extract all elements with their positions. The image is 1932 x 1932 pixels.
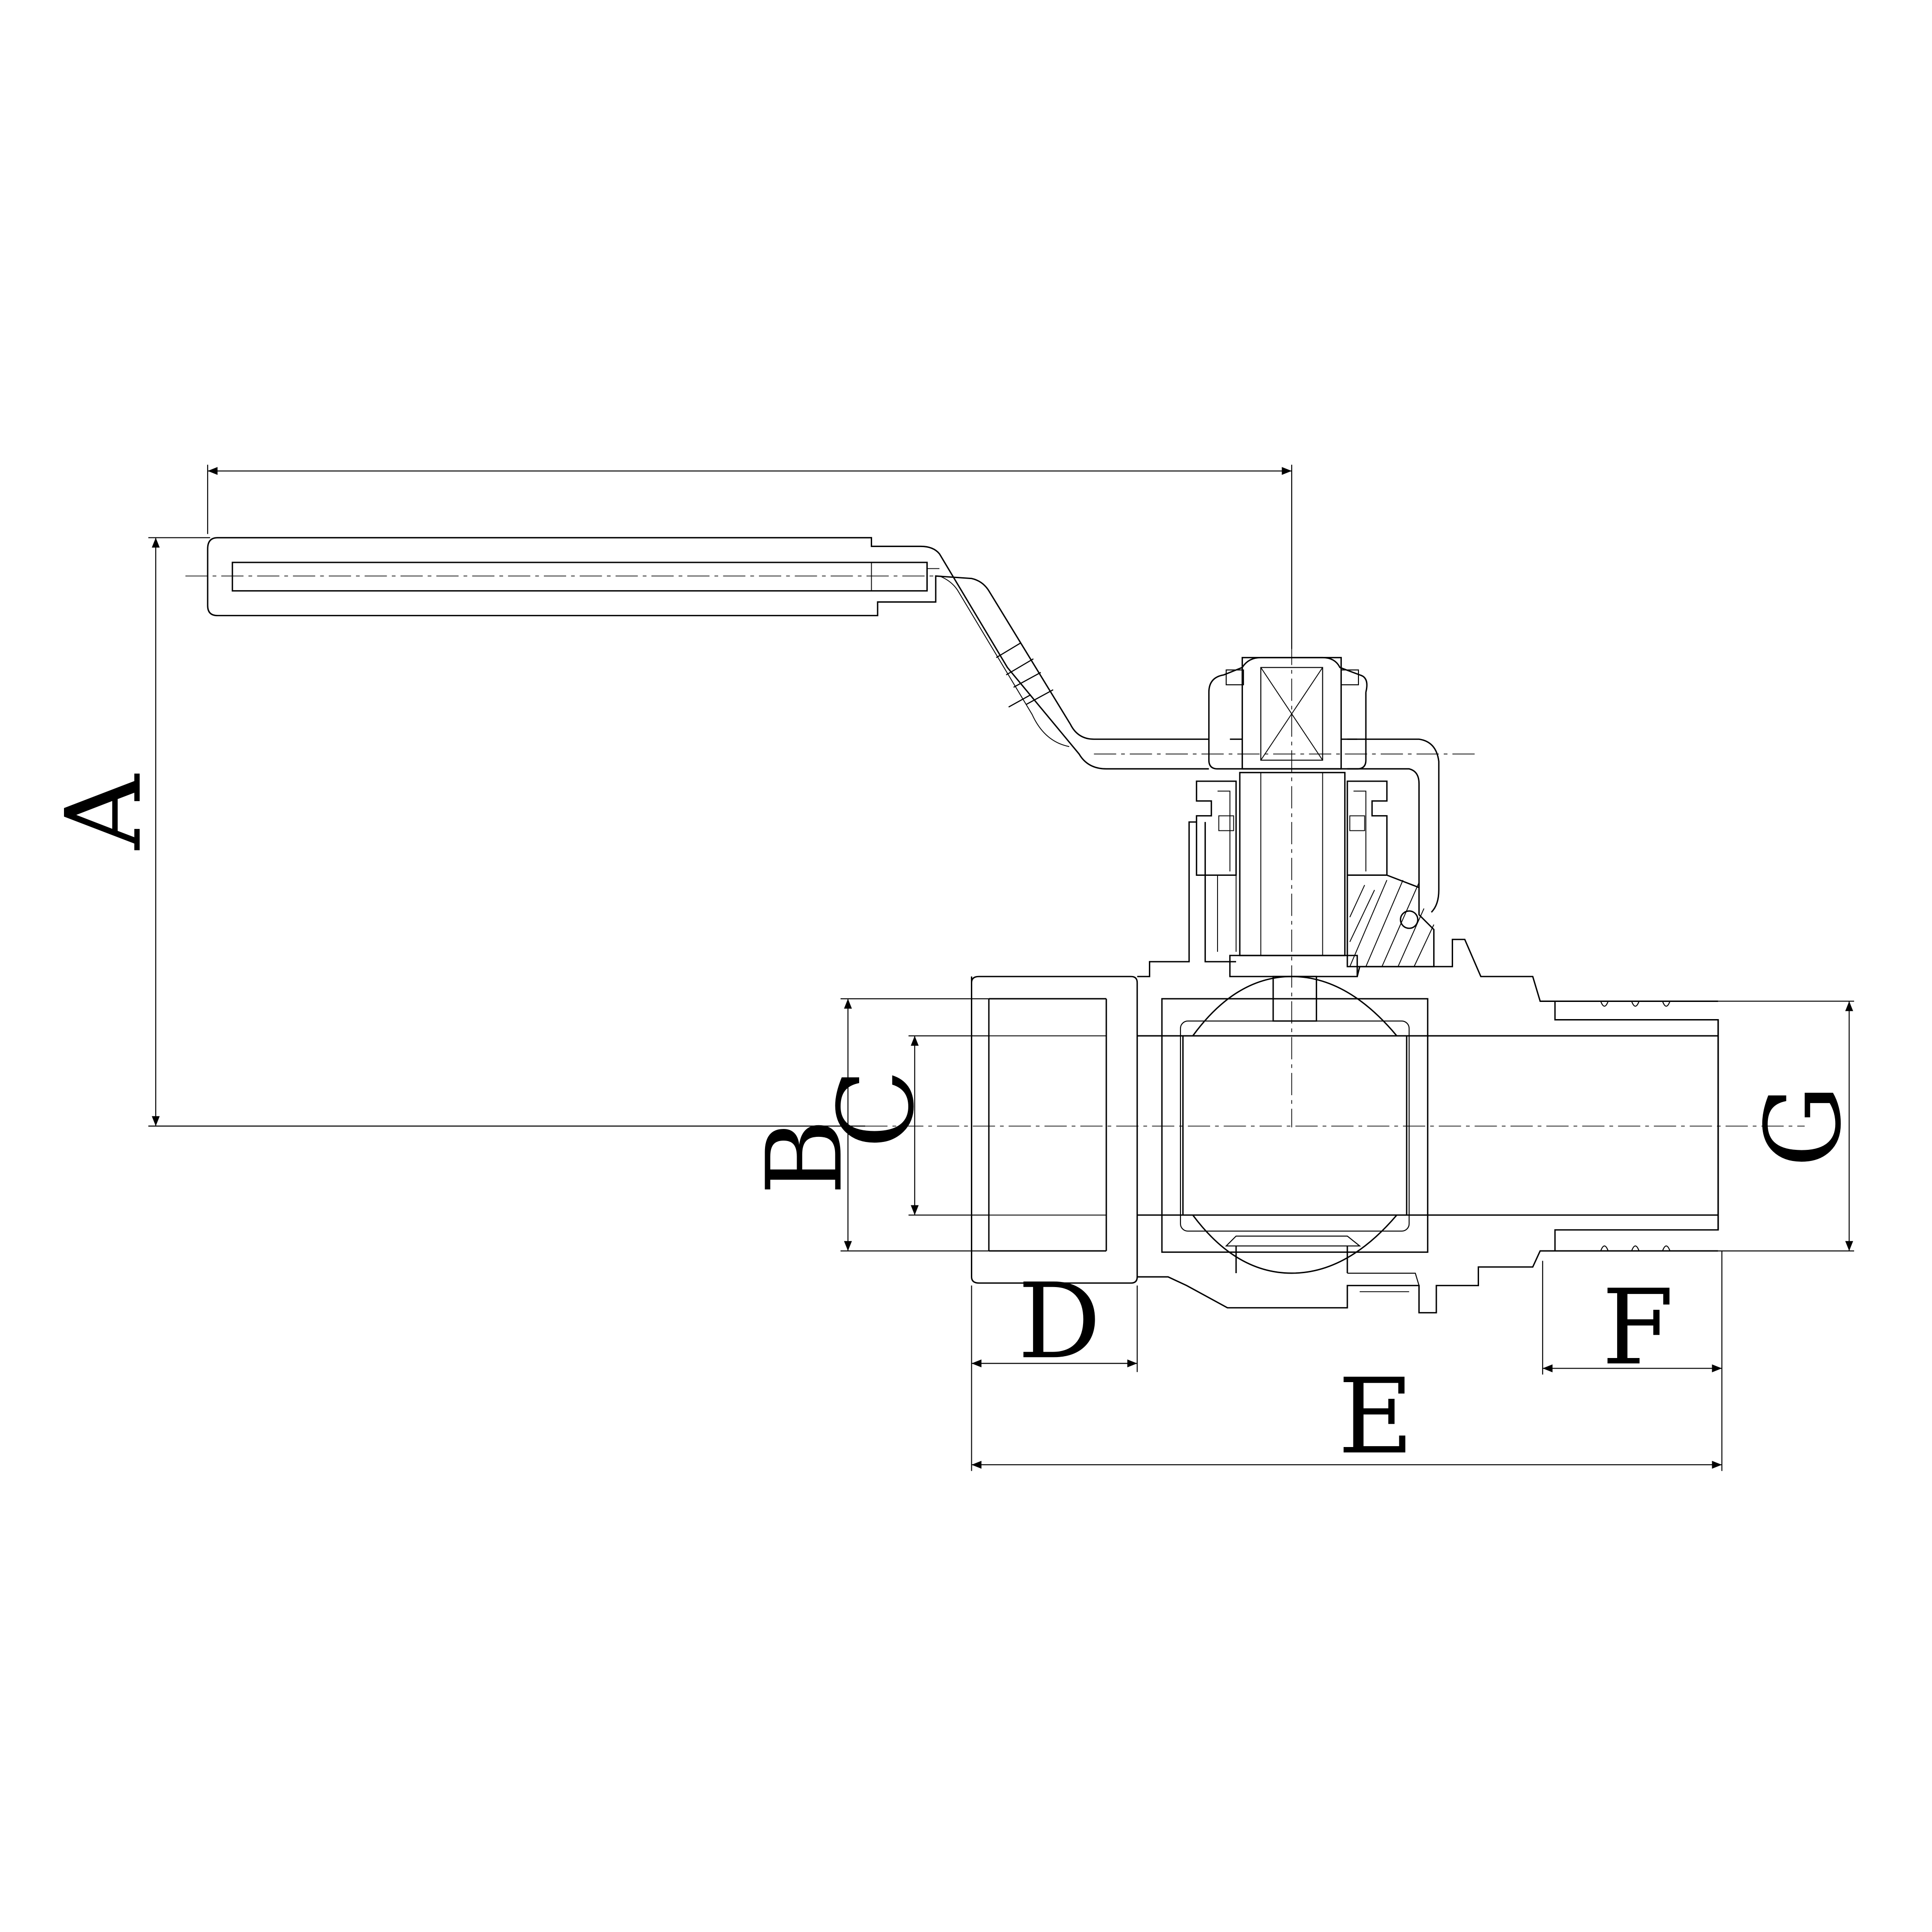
dim-label-b: B <box>744 1119 865 1195</box>
dim-label-f: F <box>1602 1267 1674 1388</box>
dim-label-d: D <box>1018 1261 1101 1382</box>
valve-stem <box>1229 772 1358 1022</box>
dimension-lines <box>148 465 1855 1471</box>
lever-handle <box>207 537 1440 913</box>
section-hatching <box>1349 880 1435 967</box>
dim-label-c: C <box>816 1069 937 1148</box>
stem-nut <box>1208 657 1368 770</box>
valve-body <box>971 821 1719 1314</box>
dimension-labels: A B C D E F G <box>43 773 1864 1477</box>
handle-bend-marks <box>996 642 1054 708</box>
center-lines <box>185 575 1805 1128</box>
dim-label-g: G <box>1743 1084 1864 1167</box>
thread-marks <box>1600 1001 1671 1251</box>
dim-label-e: E <box>1338 1356 1414 1477</box>
dim-label-a: A <box>43 773 164 850</box>
